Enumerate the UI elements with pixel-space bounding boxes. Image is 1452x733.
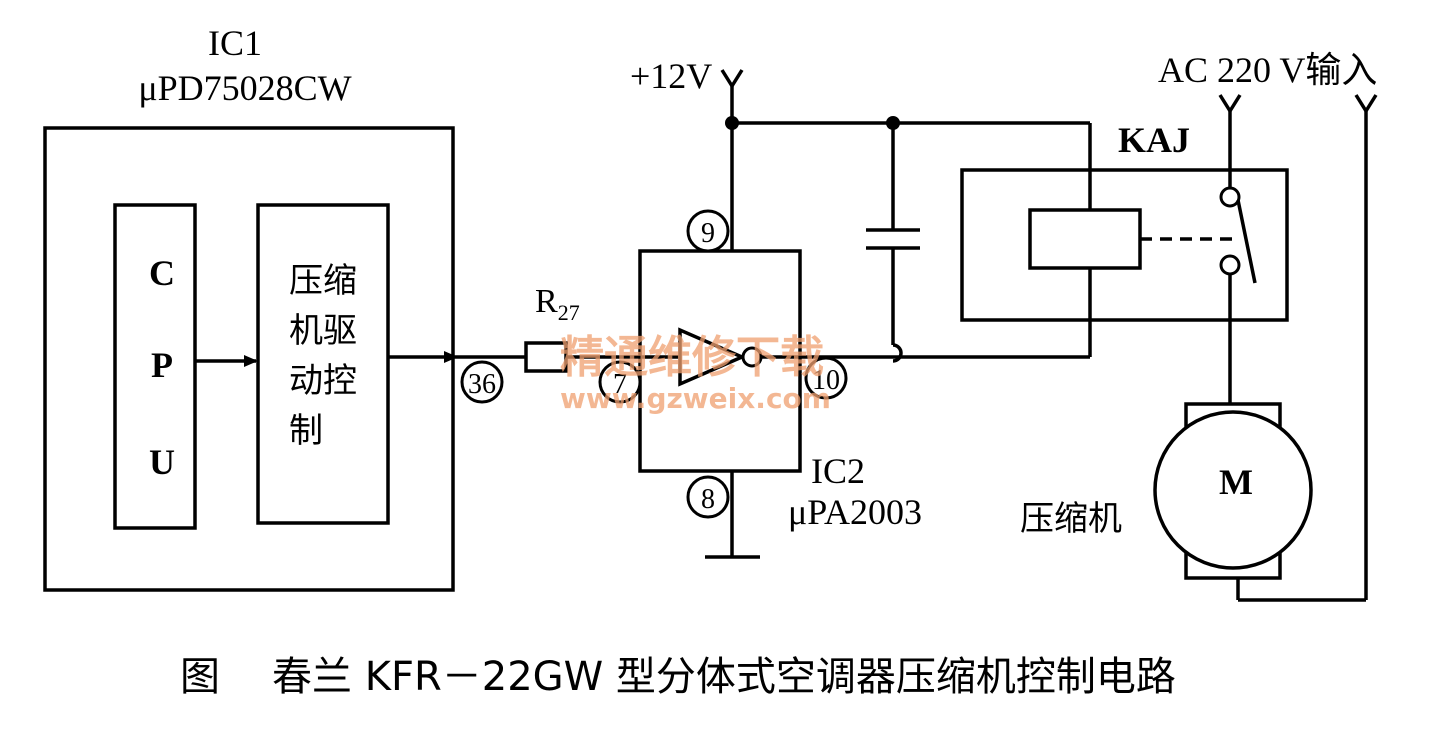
compressor-motor: M 压缩机 — [1020, 402, 1313, 580]
pin-36: 36 — [460, 360, 504, 404]
driver-label-line3: 动控 — [289, 361, 357, 401]
pin-10: 10 — [804, 356, 848, 400]
cpu-letter-c: C — [149, 253, 175, 293]
motor-circle — [1153, 410, 1313, 570]
relay-contact-top — [1219, 186, 1241, 208]
driver-label-line4: 制 — [289, 411, 323, 451]
ac-input-label: AC 220 V输入 — [1158, 50, 1377, 90]
supply-terminal-symbol — [720, 69, 744, 90]
ic2-name: IC2 — [811, 451, 865, 491]
caption: 图 春兰 KFR－22GW 型分体式空调器压缩机控制电路 — [180, 654, 1176, 700]
svg-text:9: 9 — [701, 218, 715, 249]
caption-prefix: 图 — [180, 654, 220, 700]
svg-text:10: 10 — [812, 365, 840, 396]
wire-crossover — [892, 343, 903, 363]
ic1-part: μPD75028CW — [138, 68, 351, 108]
ac-input: AC 220 V输入 — [1158, 50, 1378, 602]
caption-text: 春兰 KFR－22GW 型分体式空调器压缩机控制电路 — [272, 654, 1176, 700]
relay-outline — [960, 168, 1289, 322]
relay-coil — [1028, 208, 1142, 270]
svg-text:8: 8 — [701, 484, 715, 515]
capacitor — [866, 123, 920, 363]
ac-terminal-1 — [1218, 94, 1242, 115]
ic2-part: μPA2003 — [788, 492, 922, 532]
svg-text:7: 7 — [613, 369, 627, 400]
pin-8: 8 — [686, 475, 730, 519]
ic1-name: IC1 — [208, 23, 262, 63]
supply-label: +12V — [630, 56, 712, 96]
ic1-block: IC1 μPD75028CW C P U 压缩 机驱 动控 制 — [43, 23, 458, 592]
cpu-letter-u: U — [149, 442, 175, 482]
motor-label: 压缩机 — [1020, 499, 1122, 539]
driver-label-line1: 压缩 — [289, 261, 357, 301]
ground-symbol — [705, 471, 760, 559]
compressor-driver-box — [256, 203, 390, 525]
watermark-cn: 精通维修下载 — [560, 332, 824, 383]
relay-contact-bottom — [1219, 254, 1241, 276]
cpu-box — [113, 203, 197, 530]
cpu-letter-p: P — [151, 345, 173, 385]
relay-kaj: KAJ — [900, 120, 1289, 359]
pin-36-label: 36 — [468, 369, 496, 400]
relay-switch-blade — [1236, 199, 1257, 284]
ic2-block: IC2 μPA2003 — [638, 249, 922, 532]
ic1-outline — [43, 126, 455, 592]
resistor-r27: R27 — [524, 283, 580, 373]
pin-9: 9 — [686, 209, 730, 253]
motor-symbol: M — [1219, 462, 1253, 502]
pin-7: 7 — [598, 360, 642, 404]
watermark: 精通维修下载 www.gzweix.com — [560, 332, 831, 415]
supply-12v: +12V — [630, 56, 1090, 251]
watermark-url: www.gzweix.com — [560, 382, 831, 415]
driver-label-line2: 机驱 — [289, 311, 357, 351]
ac-terminal-2 — [1354, 94, 1378, 115]
ic2-outline — [638, 249, 802, 473]
r27-label: R27 — [535, 283, 580, 325]
relay-label: KAJ — [1118, 120, 1190, 160]
